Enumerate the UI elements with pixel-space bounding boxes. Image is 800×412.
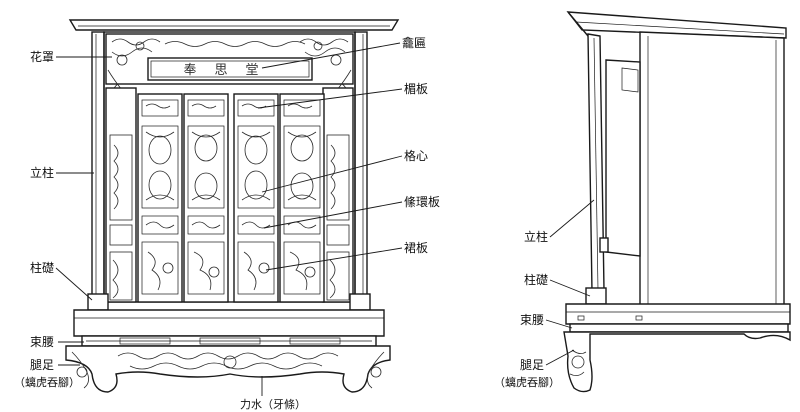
front-view-shrine: 奉思堂 xyxy=(65,19,400,393)
label-tiaohuanban: 絛環板 xyxy=(404,195,440,209)
label-qunban: 裙板 xyxy=(404,241,428,255)
label-tuizu-side: 腿足 xyxy=(520,358,544,372)
apron-carving xyxy=(71,351,385,389)
label-shuyao-front: 束腰 xyxy=(30,335,54,349)
label-huazhao: 花罩 xyxy=(30,49,54,64)
label-lizhu-front: 立柱 xyxy=(30,165,54,180)
front-doors xyxy=(137,93,325,303)
label-gexin: 格心 xyxy=(404,148,428,163)
label-shuyao-side: 束腰 xyxy=(520,313,544,327)
label-tuizu-note-front: （螭虎吞腳） xyxy=(14,375,80,389)
label-tuizu-note-side: （螭虎吞腳） xyxy=(494,375,560,389)
side-view-labels: 立柱 柱礎 束腰 腿足 （螭虎吞腳） xyxy=(494,199,595,389)
plaque-text: 奉思堂 xyxy=(183,63,276,78)
label-kanbian: 龕匾 xyxy=(402,35,426,50)
label-tuizu-front: 腿足 xyxy=(30,358,54,372)
label-meiban: 楣板 xyxy=(404,82,428,96)
label-lishui: 力水（牙條） xyxy=(240,397,306,411)
label-lizhu-side: 立柱 xyxy=(524,229,548,244)
label-zhuchu-front: 柱礎 xyxy=(30,260,54,275)
front-view-labels: 花罩 龕匾 楣板 立柱 格心 絛環板 裙板 柱礎 束腰 腿足 （螭虎吞腳） 力水… xyxy=(14,35,440,411)
label-zhuchu-side: 柱礎 xyxy=(524,272,548,287)
side-view-shrine xyxy=(563,11,791,393)
